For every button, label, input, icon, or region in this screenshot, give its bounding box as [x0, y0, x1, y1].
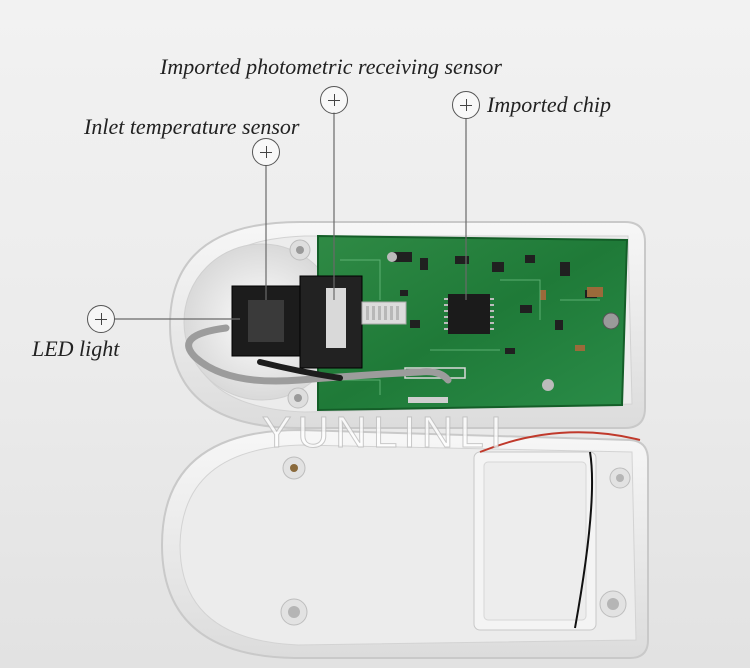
callout-inlet-temperature-sensor: Inlet temperature sensor — [84, 114, 300, 139]
plus-circle-icon — [452, 91, 480, 119]
callout-leaders — [114, 112, 467, 320]
callout-imported-chip: Imported chip — [487, 92, 612, 117]
plus-circle-icon — [252, 138, 280, 166]
plus-circle-icon — [320, 86, 348, 114]
callout-photometric-sensor: Imported photometric receiving sensor — [160, 54, 502, 79]
circuit-board — [317, 234, 629, 412]
bottom-cover — [160, 428, 649, 659]
sensor-assembly — [231, 275, 407, 369]
callout-led-light: LED light — [32, 336, 120, 361]
brand-watermark: YUNLINLI — [261, 408, 509, 458]
main-chip — [448, 294, 490, 334]
plus-circle-icon — [87, 305, 115, 333]
cable-bundle — [185, 324, 452, 385]
